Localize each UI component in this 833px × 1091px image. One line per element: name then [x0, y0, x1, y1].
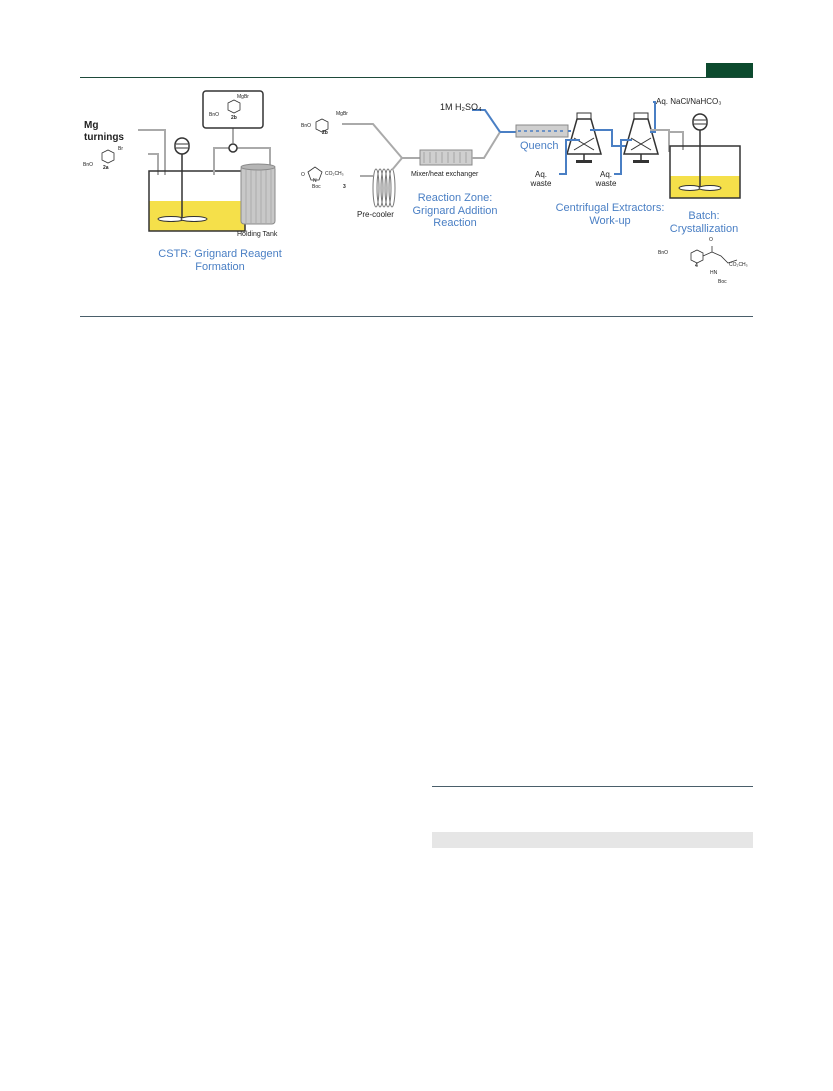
- figure-bottom-rule: [80, 316, 753, 317]
- bno-2b-box-label: BnO: [209, 112, 220, 118]
- reagent-2b-label: 2b: [322, 130, 328, 136]
- aq-waste-1-label: Aq. waste: [530, 170, 552, 189]
- product-boc-label: Boc: [718, 279, 727, 285]
- valve-icon: [228, 143, 238, 153]
- aryl-2a-ring: [101, 149, 115, 164]
- centrifugal-extractor-2: [623, 112, 659, 163]
- reagent-2b-box-label: 2b: [231, 115, 237, 121]
- aryl-2b-ring: [315, 118, 329, 133]
- acid-label: 1M H₂SO₄: [440, 102, 482, 112]
- cstr-impeller-left: [157, 216, 185, 222]
- aryl-2b-box-ring: [227, 99, 241, 114]
- cstr-liquid: [149, 201, 245, 231]
- batch-title: Batch: Crystallization: [669, 210, 739, 235]
- lactam-3-ring: [307, 166, 323, 181]
- aryl-feed-line: [148, 153, 159, 175]
- precooler-coil: [372, 168, 396, 208]
- table-header-band: [432, 832, 753, 848]
- product-4-chain: [702, 246, 738, 264]
- lactam-co2ch3-label: CO₂CH₃: [325, 171, 344, 177]
- workup-title: Centrifugal Extractors: Work-up: [555, 202, 665, 227]
- extractor-outlet-line: [650, 129, 670, 152]
- product-co2ch3-label: CO₂CH₃: [729, 262, 748, 268]
- mixer-outlet-line: [472, 131, 501, 159]
- bno-2a-label: BnO: [83, 162, 94, 168]
- br-2a-label: Br: [118, 146, 123, 152]
- wash-label: Aq. NaCl/NaHCO₃: [656, 97, 722, 106]
- reagent-2a-label: 2a: [103, 165, 109, 171]
- flow-process-scheme: [101, 90, 741, 264]
- crystallizer-motor: [692, 113, 708, 131]
- crystallizer-vessel: [669, 145, 741, 199]
- mg-turnings-label: Mg turnings: [84, 120, 124, 143]
- quench-title: Quench: [520, 140, 559, 152]
- acid-feed-line: [472, 109, 501, 133]
- mixer-label: Mixer/heat exchanger: [411, 171, 479, 178]
- journal-badge: [706, 63, 753, 77]
- cstr-title: CSTR: Grignard Reagent Formation: [158, 248, 282, 273]
- product-4-label: 4: [695, 263, 698, 269]
- column-rule: [432, 786, 753, 787]
- aq-waste-2-label: Aq. waste: [595, 170, 617, 189]
- mixer-heat-exchanger: [419, 149, 473, 166]
- precooler-label: Pre-cooler: [357, 210, 394, 219]
- grignard-feed-line: [342, 123, 403, 159]
- cstr-impeller-right: [180, 216, 208, 222]
- mg-feed-line: [138, 129, 166, 175]
- aq-waste-line-1: [559, 139, 580, 175]
- bno-2b-label: BnO: [301, 123, 312, 129]
- centrifugal-extractor-1: [566, 112, 602, 163]
- holding-tank-label: Holding Tank: [237, 231, 278, 238]
- product-bno-label: BnO: [658, 250, 669, 256]
- mgbr-2b-box-label: MgBr: [237, 94, 249, 100]
- crystallizer-feed-line: [669, 131, 684, 150]
- aq-waste-line-2: [614, 139, 632, 175]
- reagent-2b-box: [202, 90, 264, 129]
- product-4-ring: [690, 249, 704, 264]
- precooler-outlet-line: [391, 157, 403, 171]
- header-rule: [80, 77, 753, 78]
- cstr-motor: [174, 137, 190, 155]
- lactam-o-label: O: [301, 172, 305, 178]
- reagent-3-label: 3: [343, 184, 346, 190]
- mgbr-2b-label: MgBr: [336, 111, 348, 117]
- reaction-zone-title: Reaction Zone: Grignard Addition Reactio…: [412, 192, 498, 230]
- lactam-n-label: N: [313, 178, 317, 184]
- wash-feed-line: [650, 101, 656, 133]
- product-hn-label: HN: [710, 270, 718, 276]
- product-o-label: O: [709, 237, 713, 243]
- lactam-boc-label: Boc: [312, 184, 321, 190]
